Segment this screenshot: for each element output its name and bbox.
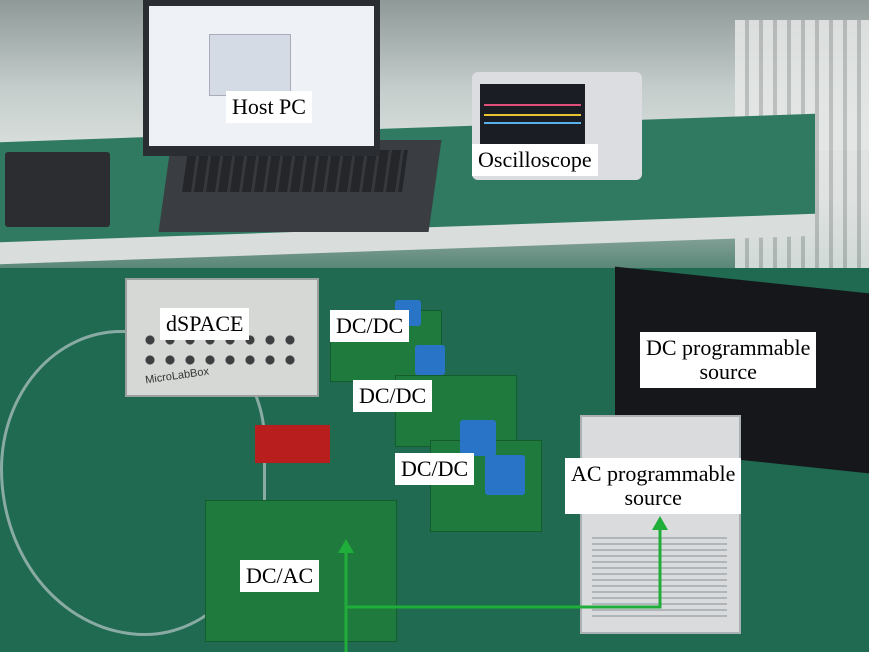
label-host-pc: Host PC — [226, 91, 312, 123]
label-dspace: dSPACE — [160, 308, 250, 340]
label-ac-line-1: AC programmable — [571, 461, 736, 486]
arrow-line — [344, 525, 662, 652]
label-oscilloscope: Oscilloscope — [472, 144, 598, 176]
label-dc-ac: DC/AC — [240, 560, 320, 592]
laptop-screen — [143, 0, 380, 156]
transformer — [415, 345, 445, 375]
label-dcdc-2: DC/DC — [353, 380, 433, 412]
label-ac-programmable-source: AC programmable source — [565, 458, 742, 514]
label-dcdc-3: DC/DC — [395, 453, 475, 485]
transformer — [460, 420, 496, 456]
transformer — [485, 455, 525, 495]
label-dc-programmable-source: DC programmable source — [640, 332, 817, 388]
arrow-head-ac — [652, 516, 668, 530]
controller-board — [255, 425, 330, 463]
label-dc-line-2: source — [699, 359, 757, 384]
router-box — [5, 152, 110, 227]
arrow-head-dcac — [338, 539, 354, 553]
label-dc-line-1: DC programmable — [646, 335, 811, 360]
label-ac-line-2: source — [624, 485, 682, 510]
label-dcdc-1: DC/DC — [330, 310, 410, 342]
